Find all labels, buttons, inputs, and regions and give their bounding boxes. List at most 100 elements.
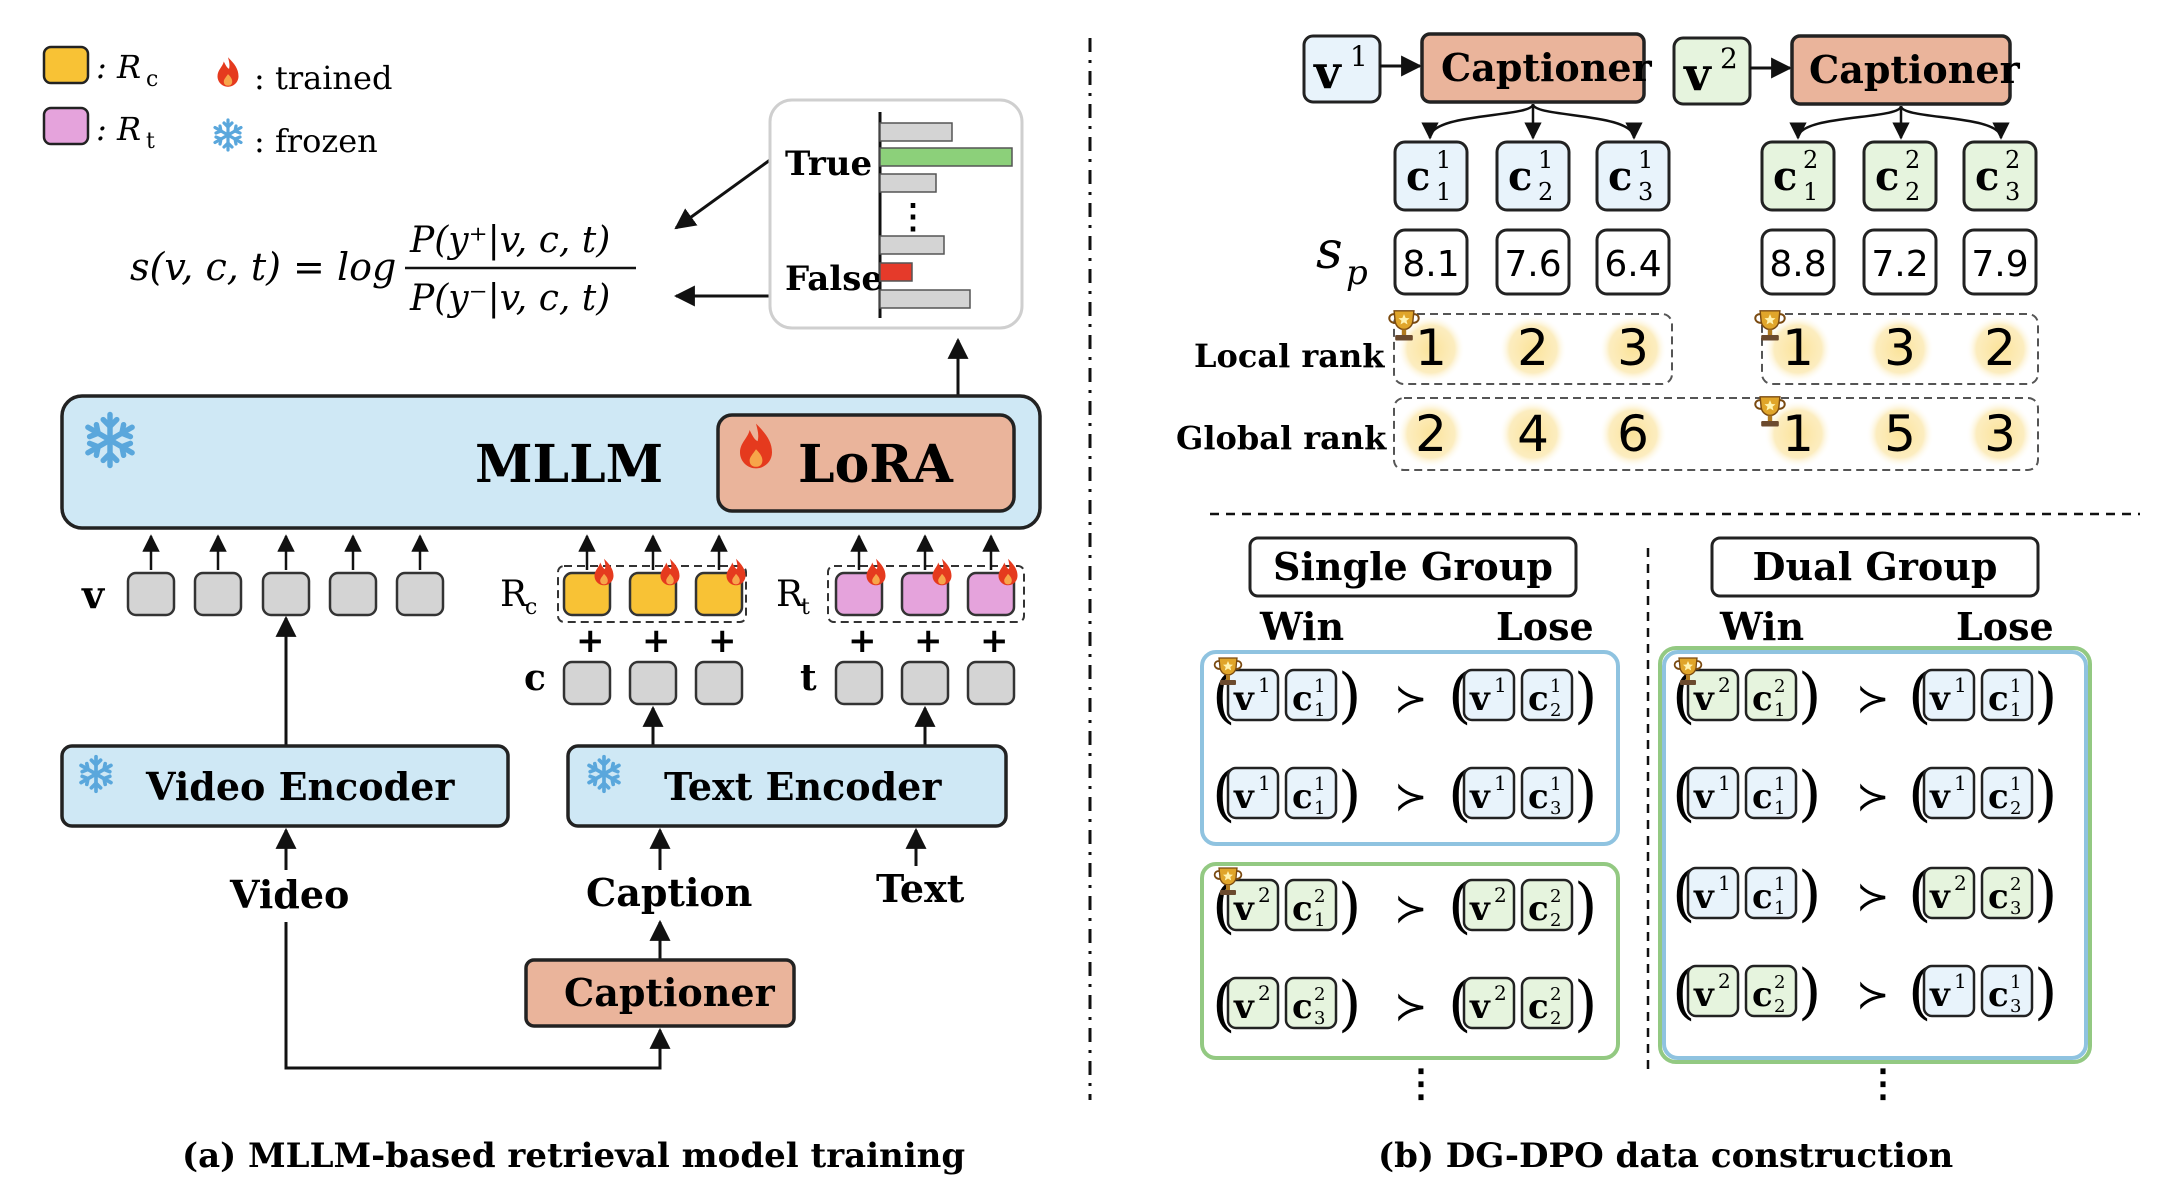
succeeds-symbol: ≻ [1394,774,1428,820]
plus-sign: + [848,621,877,661]
pair-caption-sub: 1 [1314,798,1325,819]
caption-sub: 3 [2005,178,2020,206]
single-group-v2-container [1200,862,1620,1060]
pair-close-paren: ) [2034,859,2057,929]
pair-caption-box [1980,964,2034,1018]
flame-icon [594,558,614,586]
pair-caption-sup: 1 [1550,676,1561,697]
text-token [900,660,950,706]
caption-sub: 3 [1638,178,1653,206]
pair-video-box [1922,866,1976,920]
video-token [193,571,243,617]
pair-caption-sub: 2 [1550,910,1561,931]
pair-video-label: v [1233,777,1255,817]
global-rank-group2: 1 5 3 [1754,395,2034,468]
group2-captions: c 2 1 c 2 2 c 2 3 [1760,140,2038,212]
rt-tokens: R t + + + [776,534,1025,661]
pair-caption-sup: 1 [1550,774,1561,795]
captioner1-fanout-arrow [1531,103,1643,140]
pair-caption-label: c [1528,679,1549,719]
succeeds-symbol: ≻ [1856,874,1890,920]
single-group-header: Single Group [1273,544,1553,589]
pair-caption-sub: 2 [2010,798,2021,819]
pair-caption-sub: 3 [2010,996,2021,1017]
logit-bar [879,289,971,309]
pair-caption-label: c [1292,679,1313,719]
text-token [834,660,884,706]
caption-sub: 2 [1905,178,1920,206]
score-box [1862,228,1938,296]
single-win-label: Win [1259,604,1344,649]
pair-close-paren: ) [1574,969,1597,1039]
pair-caption-sup: 2 [1314,886,1325,907]
score-box [1595,228,1671,296]
captioner-box [524,958,796,1028]
rank-glow [1599,315,1667,383]
pair-caption-box [1744,866,1798,920]
pair-video-sup: 1 [1718,771,1731,795]
succeeds-symbol: ≻ [1856,972,1890,1018]
rank-glow [1499,315,1567,383]
pair-video-sup: 1 [1494,673,1507,697]
legend-rc-swatch [42,45,90,85]
pair-video-label: v [1693,679,1715,719]
panel-a: : R c : R t : trained : frozen s(v, c, t… [42,45,1042,1176]
formula-numerator: P(y⁺|v, c, t) [409,220,610,261]
global-rank-outline [1393,397,2039,471]
video-tokens: v [81,534,445,617]
caption-sup: 2 [1905,146,1920,174]
local-rank-group1: 1 2 3 [1388,309,1667,383]
rank-glow [1599,400,1667,468]
pair-video-sup: 2 [1258,883,1271,907]
global-rank-label: Global rank [1176,419,1387,457]
pair-video-box [1462,976,1516,1030]
caption-tokens: c [524,657,744,706]
mllm-label: MLLM [475,434,663,495]
pair-video-box [1462,668,1516,722]
scores-group2: 8.8 7.2 7.9 [1760,228,2038,296]
pair-close-paren: ) [1574,759,1597,829]
pair-video-box [1226,668,1280,722]
video-input-label: Video [229,872,349,917]
pair-video-sup: 1 [1954,771,1967,795]
pair-caption-sup: 2 [1774,676,1785,697]
pair-video-label: v [1469,987,1491,1027]
logit-bar [879,122,953,142]
captioner2-fanout-arrow [1789,105,1903,140]
snowflake-icon [213,118,243,152]
pair-close-paren: ) [2034,759,2057,829]
rank-value: 5 [1884,405,1916,463]
captioner1-box [1420,32,1646,104]
score-value: 7.2 [1871,244,1928,285]
pair-caption-sub: 3 [1550,798,1561,819]
caption-sub: 1 [1803,178,1818,206]
video1-box [1302,34,1382,104]
pair-caption-label: c [1292,777,1313,817]
pair-caption-label: c [1528,777,1549,817]
rank-glow [1866,315,1934,383]
caption-input-label: Caption [586,870,752,915]
pair-caption-label: c [1988,777,2009,817]
pair-caption-sup: 2 [1774,972,1785,993]
video-to-captioner-path [284,922,671,1070]
pair-caption-sup: 2 [1550,984,1561,1005]
pair-video-sup: 2 [1718,673,1731,697]
video-encoder-box [60,744,510,828]
video-token-label: v [81,572,106,617]
panel-b-caption: (b) DG-DPO data construction [1378,1136,1953,1176]
rank-value: 1 [1415,319,1447,377]
video2-sup: 2 [1720,42,1738,75]
captioner2-box [1790,34,2012,106]
plus-sign: + [576,621,605,661]
pair-caption-label: c [1988,877,2009,917]
succeeds-symbol: ≻ [1856,774,1890,820]
pair-video-label: v [1233,889,1255,929]
captioner1-fanout-arrow [1421,103,1535,140]
pair-caption-sup: 1 [1774,774,1785,795]
